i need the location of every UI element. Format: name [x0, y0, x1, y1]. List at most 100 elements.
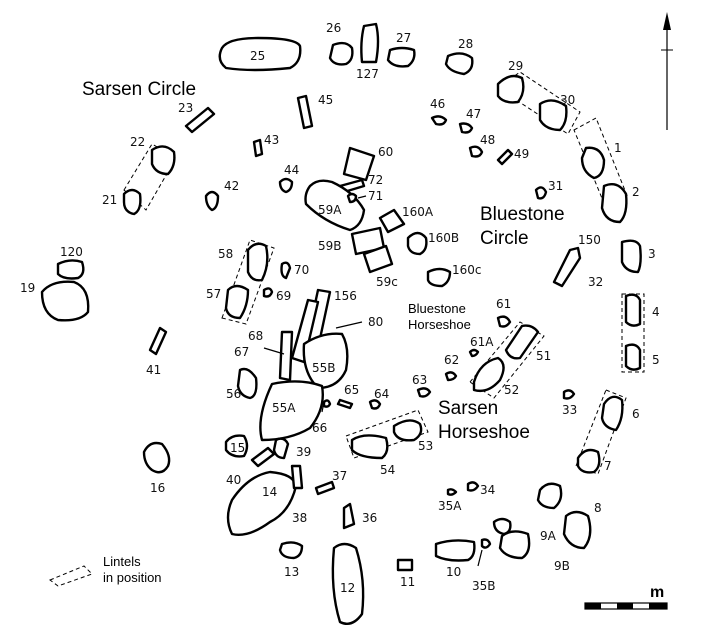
label-22: 22: [130, 135, 145, 149]
stone-36: [342, 502, 356, 530]
label-28: 28: [458, 37, 473, 51]
label-2: 2: [632, 185, 640, 199]
label-44: 44: [284, 163, 299, 177]
stone-35b: [480, 538, 492, 549]
stone-71: [346, 192, 358, 204]
stone-63: [416, 387, 432, 398]
label-25: 25: [250, 49, 265, 63]
lintel-57-58: [221, 239, 275, 325]
stone-66: [322, 399, 332, 408]
stone-11: [396, 558, 414, 572]
label-30: 30: [560, 93, 575, 107]
stone-9-small: [492, 517, 512, 536]
label-52: 52: [504, 383, 519, 397]
label-54: 54: [380, 463, 395, 477]
label-9a: 9A: [540, 529, 557, 543]
label-59c: 59c: [376, 275, 398, 289]
stone-48: [468, 145, 484, 158]
label-35a: 35A: [438, 499, 462, 513]
bluestone-circle-title-line1: Bluestone: [480, 204, 565, 225]
stone-51: [504, 324, 540, 360]
label-8: 8: [594, 501, 602, 515]
label-120: 120: [60, 245, 83, 259]
label-21: 21: [102, 193, 117, 207]
label-34: 34: [480, 483, 495, 497]
label-66: 66: [312, 421, 327, 435]
label-51: 51: [536, 349, 551, 363]
lintel-29-30: [497, 71, 581, 135]
stone-59c: [362, 244, 394, 274]
label-42: 42: [224, 179, 239, 193]
stone-29: [496, 74, 525, 104]
label-61a: 61A: [470, 335, 494, 349]
label-47: 47: [466, 107, 481, 121]
legend-lintel-swatch: [48, 565, 93, 587]
label-27: 27: [396, 31, 411, 45]
label-59b: 59B: [318, 239, 342, 253]
lintel-4-5: [621, 293, 645, 373]
label-49: 49: [514, 147, 529, 161]
stone-160a: [378, 208, 406, 234]
stone-1: [580, 146, 606, 180]
stone-31: [534, 186, 548, 200]
label-11: 11: [400, 575, 415, 589]
pointer-66: [321, 401, 325, 413]
label-64: 64: [374, 387, 389, 401]
stone-64: [368, 399, 382, 410]
stone-19: [40, 280, 90, 322]
stone-58: [246, 242, 269, 282]
label-29: 29: [508, 59, 523, 73]
stone-25: [218, 36, 302, 72]
scale-bar: [584, 602, 668, 610]
stone-70: [280, 261, 292, 280]
label-60: 60: [378, 145, 393, 159]
label-46: 46: [430, 97, 445, 111]
lintel-53-54: [345, 409, 429, 459]
label-68: 68: [248, 329, 263, 343]
stone-42: [204, 190, 220, 212]
stone-14: [226, 470, 298, 536]
lintel-51-52: [469, 321, 545, 399]
stone-8: [536, 482, 563, 510]
lintel-1-2: [573, 117, 629, 209]
pointer-80: [335, 321, 363, 329]
stone-12: [331, 542, 365, 625]
label-31: 31: [548, 179, 563, 193]
bluestone-circle-title-line2: Circle: [480, 228, 529, 249]
label-38: 38: [292, 511, 307, 525]
label-35b: 35B: [472, 579, 496, 593]
label-70: 70: [294, 263, 309, 277]
bluestone-horseshoe-title-line1: Bluestone: [408, 301, 466, 316]
label-14: 14: [262, 485, 277, 499]
label-33: 33: [562, 403, 577, 417]
label-80: 80: [368, 315, 383, 329]
label-6: 6: [632, 407, 640, 421]
label-160c: 160c: [452, 263, 482, 277]
label-65: 65: [344, 383, 359, 397]
stone-62: [444, 371, 458, 382]
stone-7: [576, 448, 601, 474]
label-4: 4: [652, 305, 660, 319]
stone-55a: [259, 380, 324, 442]
stone-21: [122, 188, 142, 216]
label-10: 10: [446, 565, 461, 579]
label-39: 39: [296, 445, 311, 459]
stone-28: [444, 52, 474, 76]
north-arrow-icon: [661, 12, 673, 130]
label-15: 15: [230, 441, 245, 455]
stone-68: [278, 330, 294, 382]
stone-4: [624, 293, 642, 327]
label-9b: 9B: [554, 559, 570, 573]
label-37: 37: [332, 469, 347, 483]
stone-9b: [562, 510, 592, 550]
sarsen-circle-title: Sarsen Circle: [82, 79, 196, 100]
stone-65: [336, 398, 354, 410]
stone-35a: [446, 488, 458, 496]
label-59a: 59A: [318, 203, 342, 217]
label-160b: 160B: [428, 231, 459, 245]
stone-59a: [304, 179, 366, 232]
stone-46: [430, 115, 448, 126]
label-12: 12: [340, 581, 355, 595]
label-43: 43: [264, 133, 279, 147]
